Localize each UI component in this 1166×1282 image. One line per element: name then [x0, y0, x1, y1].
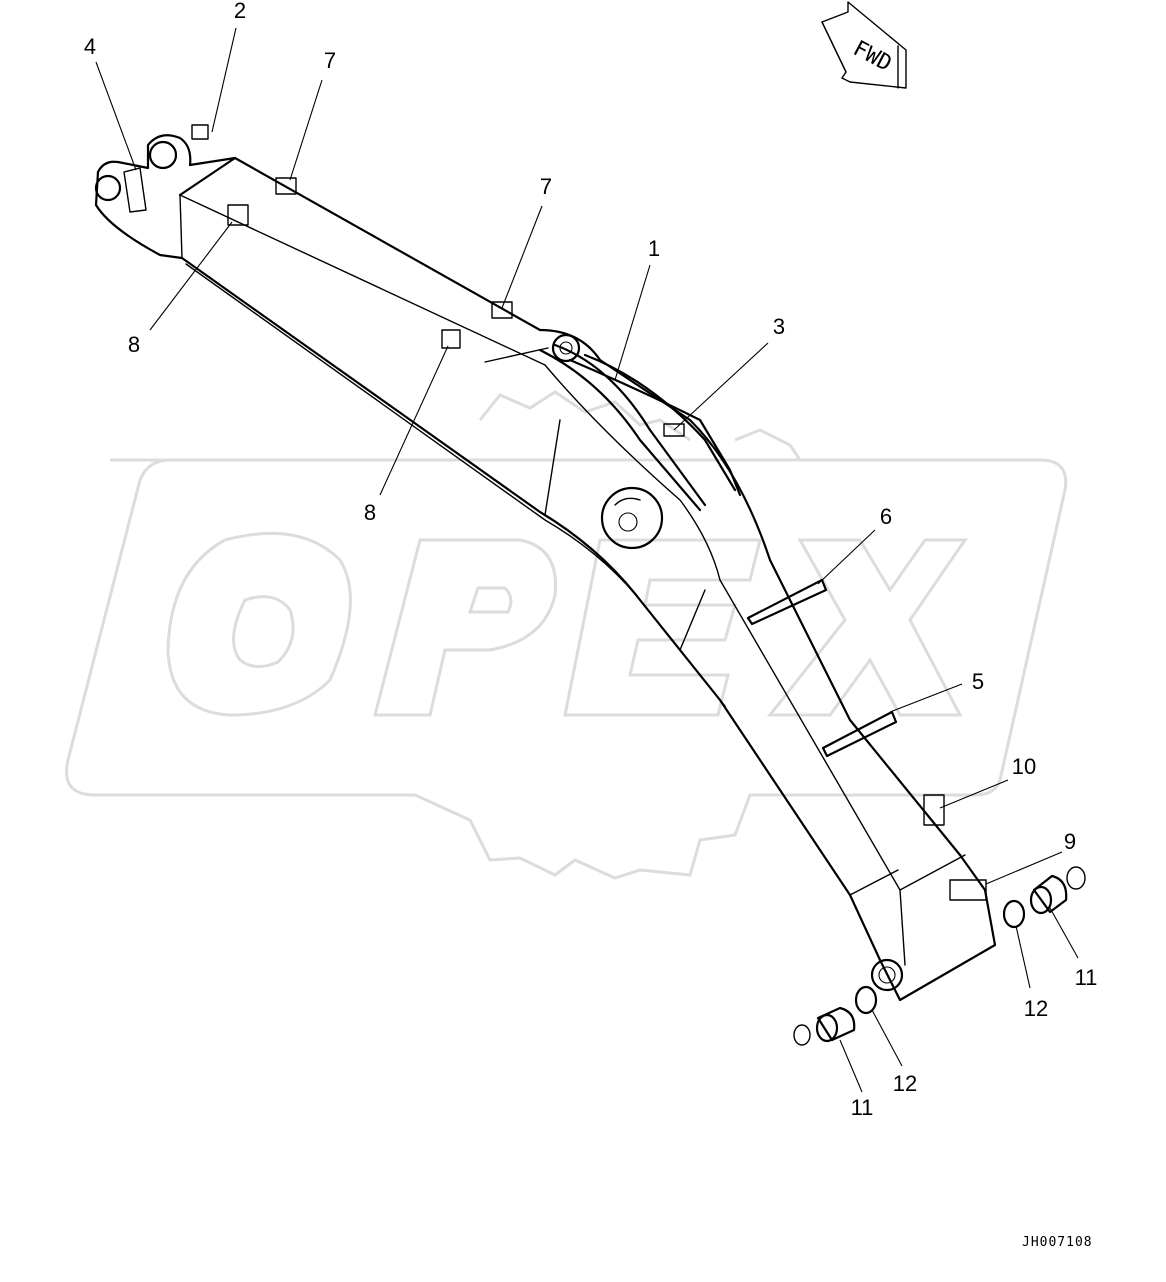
leader-lines: [95, 27, 1079, 1093]
callout-11-left: 11: [851, 1095, 874, 1120]
watermark-logo: [65, 390, 1068, 880]
callout-3: 3: [773, 314, 785, 339]
callout-8-mid: 8: [364, 500, 376, 525]
callout-10: 10: [1012, 754, 1036, 779]
callout-12-right: 12: [1024, 996, 1048, 1021]
fwd-label: FWD: [849, 36, 896, 77]
callout-2: 2: [234, 0, 246, 23]
callout-6: 6: [880, 504, 892, 529]
callout-8-left: 8: [128, 332, 140, 357]
callout-7-top: 7: [324, 48, 336, 73]
callout-11-right: 11: [1075, 965, 1098, 990]
callout-1: 1: [648, 236, 660, 261]
callout-12-left: 12: [893, 1071, 917, 1096]
callout-7-mid: 7: [540, 174, 552, 199]
callout-labels: 2 4 7 7 1 3 8 8 6 5 10 9 11 12 11 12: [84, 0, 1098, 1120]
pin-bushings: [793, 866, 1086, 1046]
callout-9: 9: [1064, 829, 1076, 854]
callout-5: 5: [972, 669, 984, 694]
callout-4: 4: [84, 34, 96, 59]
clamp-hardware: [123, 124, 987, 901]
forward-direction-marker: FWD: [821, 1, 907, 89]
drawing-code: JH007108: [1022, 1235, 1093, 1250]
boom-arm: [94, 134, 997, 1002]
hydraulic-piping: [484, 343, 742, 512]
